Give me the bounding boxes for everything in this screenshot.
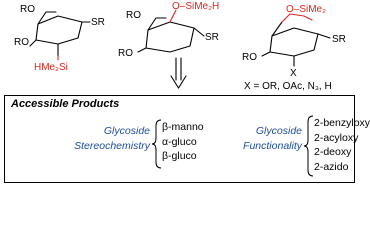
- category-1-line2: Stereochemistry: [74, 140, 150, 152]
- category-2-line1: Glycoside: [255, 125, 302, 137]
- s2-ro-upper: RO: [126, 10, 141, 21]
- s1-ro-left: RO: [14, 37, 29, 48]
- structure-3-si-tether: [281, 13, 313, 23]
- category-1-line1: Glycoside: [103, 125, 150, 137]
- stereochemistry-list: β-manno α-gluco β-gluco: [162, 120, 204, 164]
- list-item: 2-acyloxy: [314, 131, 359, 144]
- structure-2-ring: [137, 17, 205, 53]
- category-functionality: Glycoside Functionality: [210, 124, 302, 154]
- list-item: 2-azido: [314, 160, 349, 173]
- category-2-line2: Functionality: [243, 140, 302, 152]
- category-stereochemistry: Glycoside Stereochemistry: [45, 124, 150, 154]
- accessible-products-box: Accessible Products Glycoside Stereochem…: [4, 95, 370, 183]
- list-item: β-gluco: [162, 150, 197, 162]
- s1-ro-upper: RO: [20, 4, 35, 15]
- s1-sr: SR: [91, 17, 105, 28]
- functionality-list: 2-benzyloxy 2-acyloxy 2-deoxy 2-azido: [314, 116, 370, 174]
- list-item: β-manno: [162, 121, 204, 133]
- structure-3-ring: [261, 21, 331, 67]
- brace-2: [303, 115, 314, 177]
- list-item: 2-benzyloxy: [314, 117, 370, 129]
- s3-ro-left: RO: [242, 52, 257, 63]
- list-item: α-gluco: [162, 135, 197, 148]
- s3-sr: SR: [332, 34, 346, 45]
- structure-1-ring: [29, 11, 91, 57]
- down-arrow-icon: [170, 57, 187, 89]
- s2-sr: SR: [205, 32, 219, 43]
- s1-silyl: HMe₂Si: [34, 62, 68, 73]
- reaction-scheme: RO RO SR HMe₂Si RO RO SR O–SiMe₂H RO SR …: [14, 1, 346, 92]
- s2-silyl: O–SiMe₂H: [172, 1, 219, 12]
- list-item: 2-deoxy: [314, 146, 352, 158]
- box-title: Accessible Products: [11, 98, 120, 110]
- s2-ro-left: RO: [118, 48, 133, 59]
- s3-x: X: [290, 68, 297, 79]
- s3-silyl: O–SiMe₂: [286, 4, 326, 15]
- x-definition: X = OR, OAc, N₃, H: [244, 81, 332, 92]
- brace-1: [151, 119, 162, 169]
- structure-2-si-tether: [169, 9, 177, 23]
